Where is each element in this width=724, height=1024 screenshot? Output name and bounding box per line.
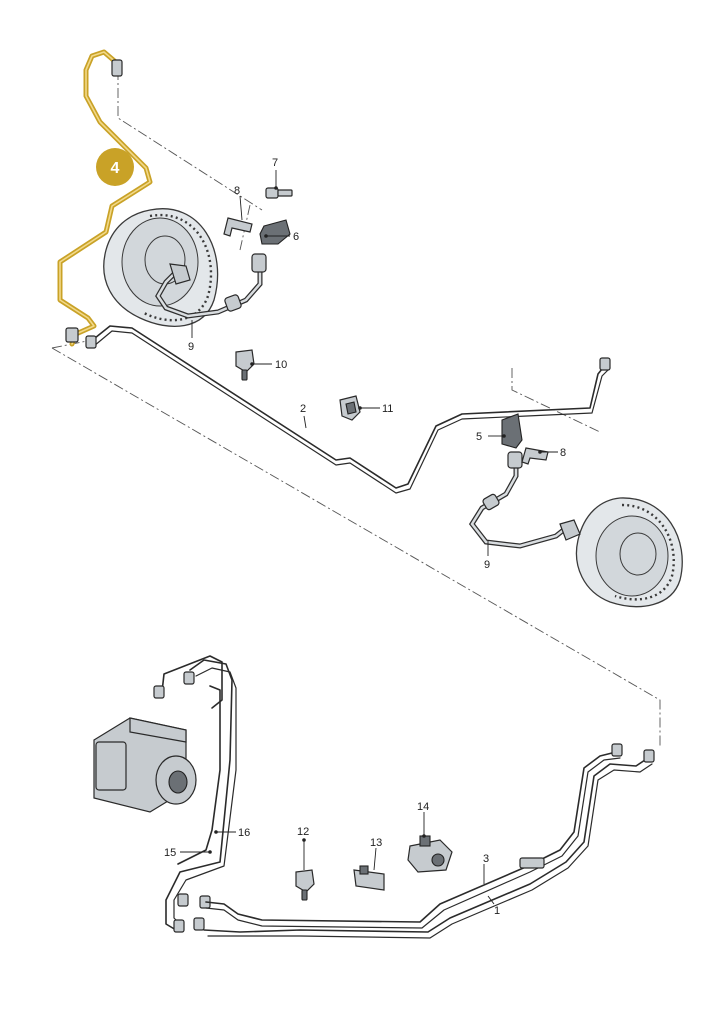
callout-9-lower: 9 — [484, 559, 490, 571]
callout-3: 3 — [483, 853, 489, 865]
callout-14: 14 — [417, 801, 429, 813]
callout-1: 1 — [494, 905, 500, 917]
callout-7: 7 — [272, 157, 278, 169]
brake-pipes-1-3 — [203, 743, 655, 939]
callout-13: 13 — [370, 837, 382, 849]
union-nut-icon — [643, 749, 655, 763]
pipe-holder-icon — [519, 857, 545, 869]
callout-labels: 1 2 3 5 6 7 8 8 9 9 10 11 12 13 14 15 16 — [164, 157, 566, 917]
brake-disc-right — [575, 497, 683, 608]
union-nut-icon — [183, 671, 195, 685]
callout-12: 12 — [297, 826, 309, 838]
badge-label: 4 — [111, 160, 120, 177]
brake-disc-left — [103, 208, 219, 328]
hose-fitting-icon — [224, 294, 242, 312]
part-4-badge: 4 — [96, 148, 134, 186]
callout-9-top: 9 — [188, 341, 194, 353]
hose-fitting-icon — [251, 253, 267, 273]
union-nut-icon — [85, 335, 97, 349]
brake-pipe-2 — [85, 325, 611, 494]
union-nut-icon — [193, 917, 205, 931]
highlighted-brake-pipe — [57, 49, 153, 347]
pipe-holder-14 — [407, 835, 453, 873]
union-nut-icon — [153, 685, 165, 699]
retaining-clip-8-top — [223, 217, 253, 237]
callout-11: 11 — [382, 403, 393, 415]
callout-8-top: 8 — [234, 185, 240, 197]
brake-hose-9-front — [155, 253, 267, 319]
hose-fitting-icon — [482, 493, 500, 511]
retaining-clip-8-lower — [521, 447, 549, 465]
brake-hose-9-rear — [468, 451, 581, 549]
bracket-6 — [259, 219, 291, 245]
callout-8-lower: 8 — [560, 447, 566, 459]
callout-6: 6 — [293, 231, 299, 243]
banjo-fitting-icon — [559, 519, 581, 541]
pipe-clip-13 — [353, 865, 385, 891]
pipe-clip-11 — [339, 395, 361, 421]
callout-10: 10 — [275, 359, 287, 371]
union-nut-icon — [65, 327, 79, 343]
abs-hydraulic-unit — [93, 655, 223, 813]
banjo-fitting-icon — [169, 263, 191, 285]
pipe-clip-12 — [295, 869, 315, 901]
union-nut-icon — [599, 357, 611, 371]
callout-15: 15 — [164, 847, 176, 859]
union-nut-icon — [111, 59, 123, 77]
union-nut-icon — [611, 743, 623, 757]
union-nut-icon — [173, 919, 185, 933]
union-nut-icon — [177, 893, 189, 907]
leader-lines — [180, 170, 558, 905]
hose-fitting-icon — [507, 451, 523, 469]
callout-16: 16 — [238, 827, 250, 839]
callout-5: 5 — [476, 431, 482, 443]
bracket-5 — [501, 413, 523, 449]
callout-2: 2 — [300, 403, 306, 415]
pipe-clip-10 — [235, 349, 255, 381]
callout-dots — [208, 186, 542, 854]
bolt-7 — [265, 187, 293, 199]
